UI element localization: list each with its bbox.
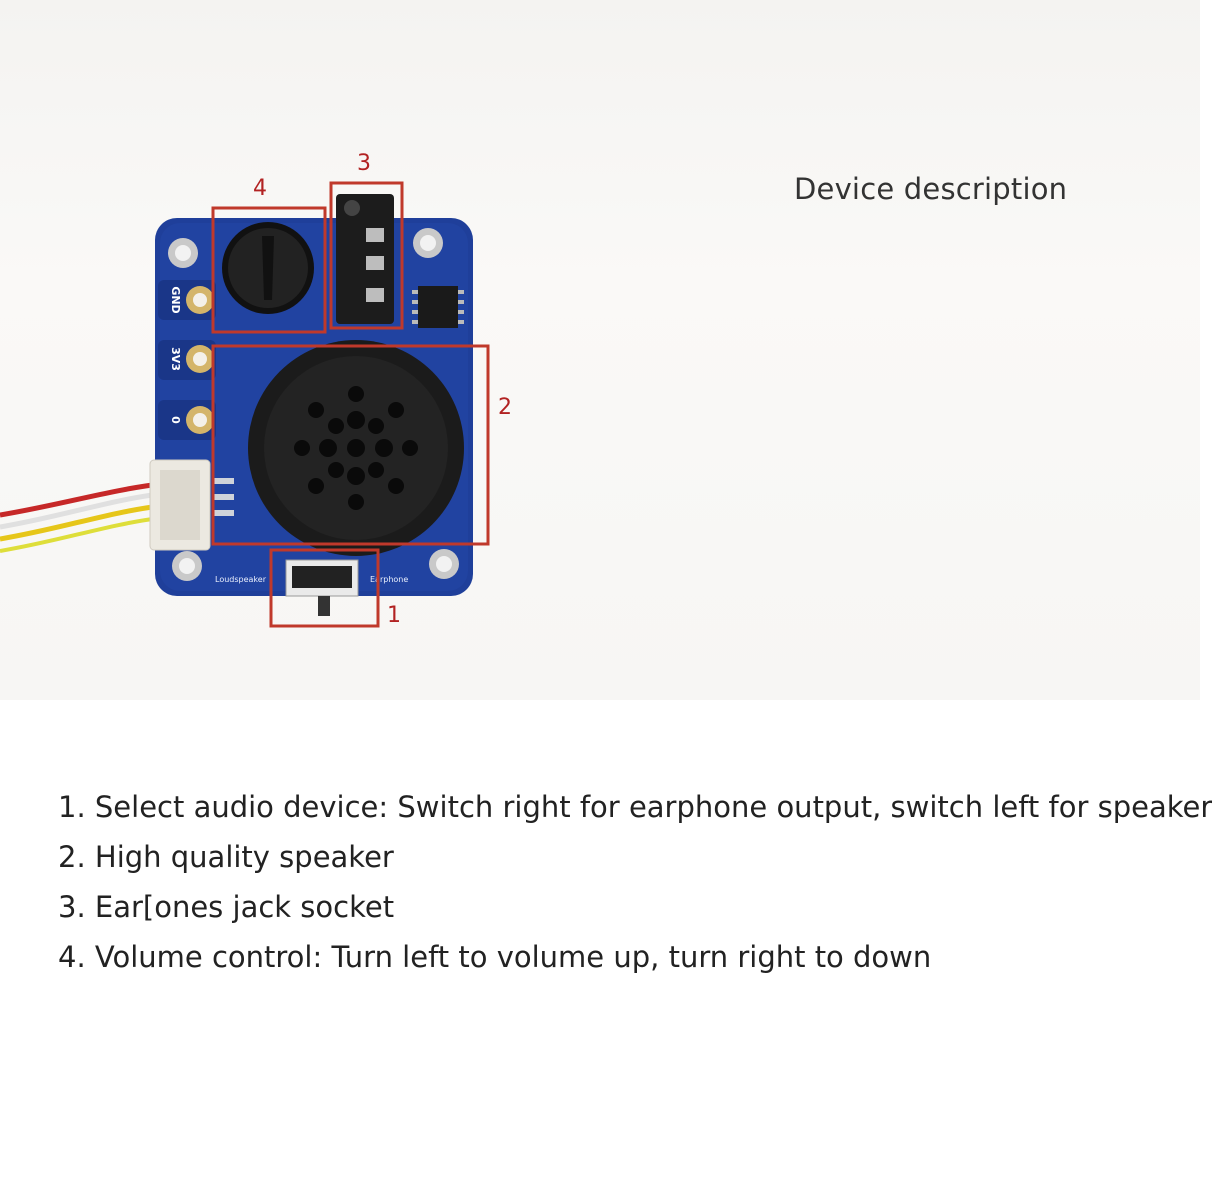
label-loudspeaker: Loudspeaker — [215, 575, 267, 584]
wire-bundle — [0, 481, 161, 553]
label-earphone: Earphone — [370, 575, 408, 584]
volume-knob — [222, 222, 314, 314]
jst-connector — [149, 459, 234, 551]
edge-pads: GND 3V3 0 — [158, 280, 216, 440]
mounting-holes — [168, 228, 459, 581]
module-illustration: GND 3V3 0 — [0, 151, 512, 628]
product-photo: GND 3V3 0 — [0, 0, 1200, 700]
pin-label-0: 0 — [169, 416, 182, 424]
callout-number-4: 4 — [253, 176, 267, 201]
pcb-board: GND 3V3 0 — [149, 194, 473, 616]
callout-box-2 — [211, 344, 490, 546]
callout-number-1: 1 — [387, 603, 401, 628]
callout-number-2: 2 — [498, 395, 512, 420]
slide-switch: Loudspeaker Earphone — [215, 559, 408, 616]
ic-chip — [412, 286, 464, 328]
speaker — [248, 340, 464, 556]
callout-boxes — [211, 181, 490, 628]
callout-number-3: 3 — [357, 151, 371, 176]
description-item-2: 2. High quality speaker — [58, 840, 394, 874]
description-item-3: 3. Ear[ones jack socket — [58, 890, 395, 924]
photo-title: Device description — [794, 172, 1068, 206]
description-item-1: 1. Select audio device: Switch right for… — [58, 790, 1212, 824]
pin-label-3v3: 3V3 — [169, 347, 182, 371]
description-item-4: 4. Volume control: Turn left to volume u… — [58, 940, 932, 974]
callout-box-4 — [211, 206, 327, 334]
audio-jack — [336, 194, 394, 324]
callout-box-1 — [269, 548, 380, 628]
pin-label-gnd: GND — [169, 286, 182, 313]
callout-box-3 — [329, 181, 404, 330]
description-list: 1. Select audio device: Switch right for… — [58, 782, 1212, 982]
